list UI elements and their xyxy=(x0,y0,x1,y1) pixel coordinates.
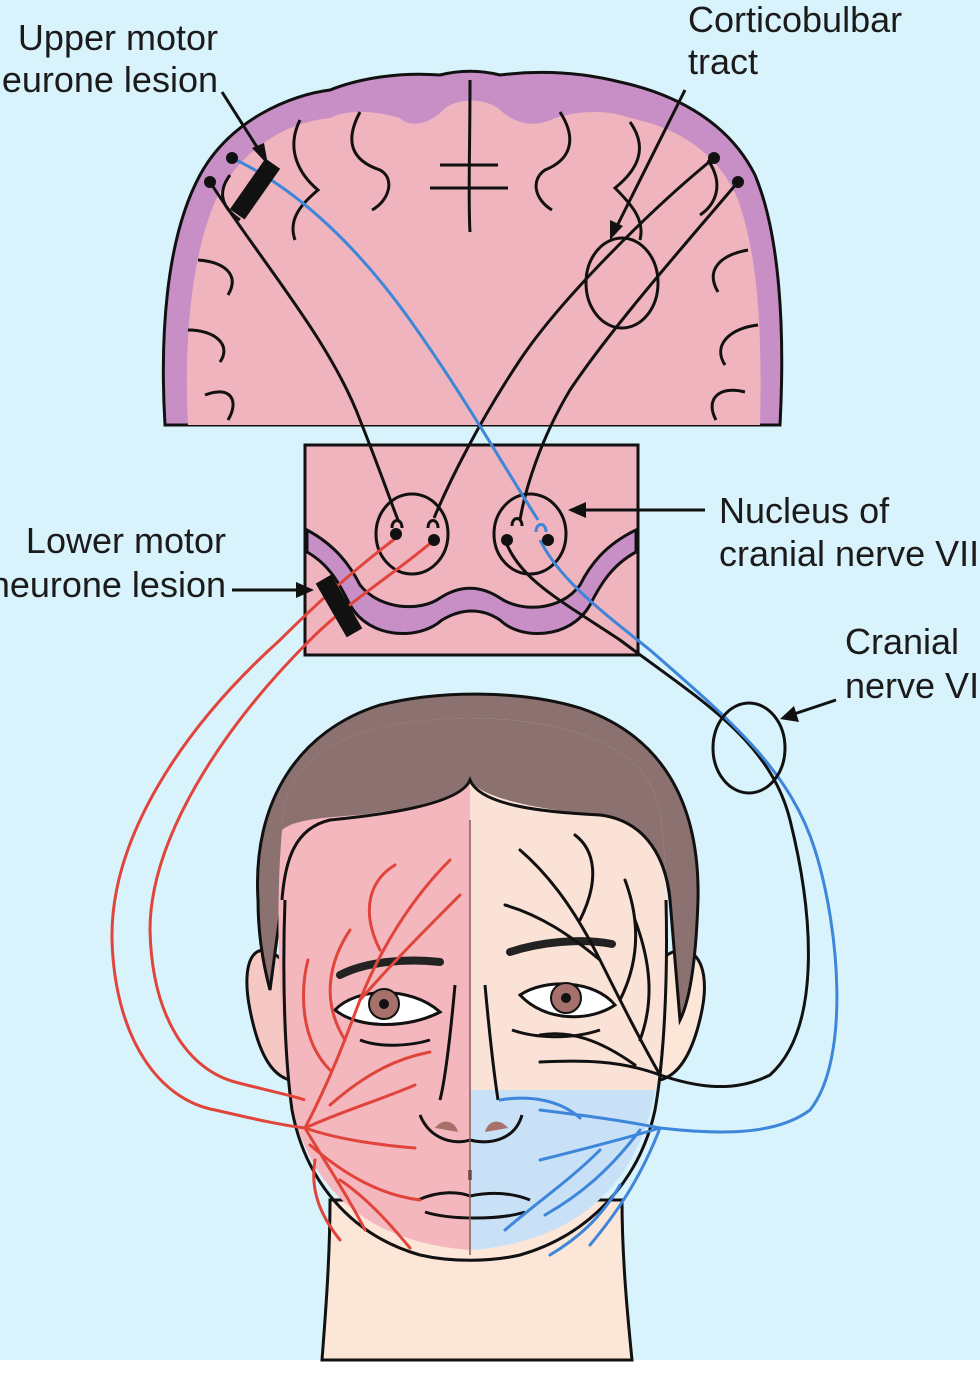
hairline xyxy=(280,775,672,901)
right-cortex-to-right-nucleus xyxy=(518,181,740,521)
synaptic-terminals xyxy=(390,517,548,533)
right-eyebrow xyxy=(506,937,616,956)
brain-white-matter xyxy=(186,100,761,425)
right-nerve-upper-branch xyxy=(503,539,810,1088)
left-nostril xyxy=(435,1121,458,1132)
left-cortex-to-right-nucleus-blue xyxy=(231,156,540,521)
right-nerve-lower-branch-blue xyxy=(538,539,839,1134)
left-facial-nucleus xyxy=(374,492,450,576)
brainstem-box xyxy=(303,443,640,657)
neuron-cell-bodies xyxy=(204,152,744,546)
label-upper-motor-2: neurone lesion xyxy=(0,59,218,100)
label-lower-motor-2: neurone lesion xyxy=(0,564,226,605)
label-pointers xyxy=(220,89,837,722)
face-outline xyxy=(282,899,668,1262)
label-cranial-1: Cranial xyxy=(845,621,959,662)
right-eye xyxy=(517,982,618,1019)
lower-motor-lesion-marker xyxy=(315,574,363,638)
right-cortex-to-left-nucleus xyxy=(432,156,715,519)
right-lower-nerve-branches xyxy=(498,1096,662,1257)
fourth-ventricle-floor xyxy=(305,527,638,635)
upper-motor-lesion-marker xyxy=(229,158,281,220)
corticobulbar-pathways xyxy=(208,156,810,1088)
label-nucleus-2: cranial nerve VII xyxy=(719,533,979,574)
right-facial-nucleus xyxy=(492,492,568,576)
corticobulbar-tract-circle xyxy=(584,236,660,330)
label-corticobulbar-1: Corticobulbar xyxy=(688,0,902,40)
cranial-nerve-circle xyxy=(711,701,787,795)
label-corticobulbar-2: tract xyxy=(688,41,758,82)
left-facial-nerve-branches xyxy=(301,858,462,1250)
right-nostril xyxy=(485,1121,508,1132)
left-cortex-to-left-nucleus xyxy=(208,181,400,521)
bottom-strip xyxy=(0,1360,980,1375)
right-upper-nerve-branches xyxy=(503,833,662,1077)
left-eyebrow xyxy=(336,956,444,979)
label-nucleus-1: Nucleus of xyxy=(719,490,890,531)
label-upper-motor-1: Upper motor xyxy=(18,17,218,58)
label-lower-motor-1: Lower motor xyxy=(26,520,226,561)
text-labels: Upper motor neurone lesion Corticobulbar… xyxy=(0,0,980,706)
label-cranial-2: nerve VII xyxy=(845,665,980,706)
